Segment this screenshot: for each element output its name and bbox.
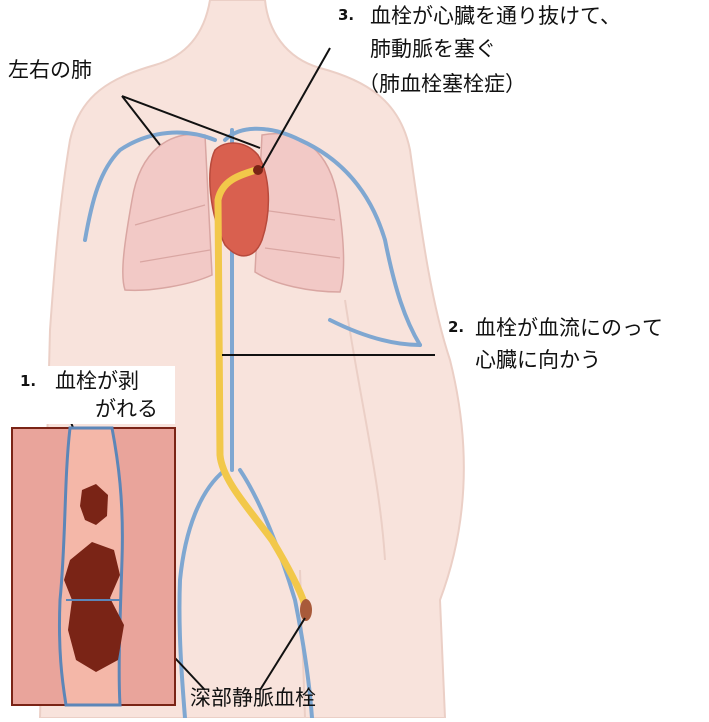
step3-line1: 血栓が心臓を通り抜けて、 (370, 4, 621, 29)
step3-number: 3. (338, 6, 354, 24)
vessel-inset (12, 428, 175, 705)
step3-line2: 肺動脈を塞ぐ (370, 37, 496, 62)
step3-line3: （肺血栓塞栓症） (358, 72, 526, 97)
step1-line2: がれる (95, 397, 158, 422)
clot-in-leg (300, 599, 312, 621)
step2-line1: 血栓が血流にのって (475, 316, 663, 341)
step1-number: 1. (20, 372, 36, 390)
step2-line2: 心臓に向かう (475, 348, 601, 373)
step1-line1: 血栓が剥 (55, 369, 139, 394)
step2-number: 2. (448, 318, 464, 336)
clot-in-lung (253, 165, 263, 175)
lungs-label: 左右の肺 (8, 58, 92, 83)
dvt-label: 深部静脈血栓 (190, 686, 316, 711)
